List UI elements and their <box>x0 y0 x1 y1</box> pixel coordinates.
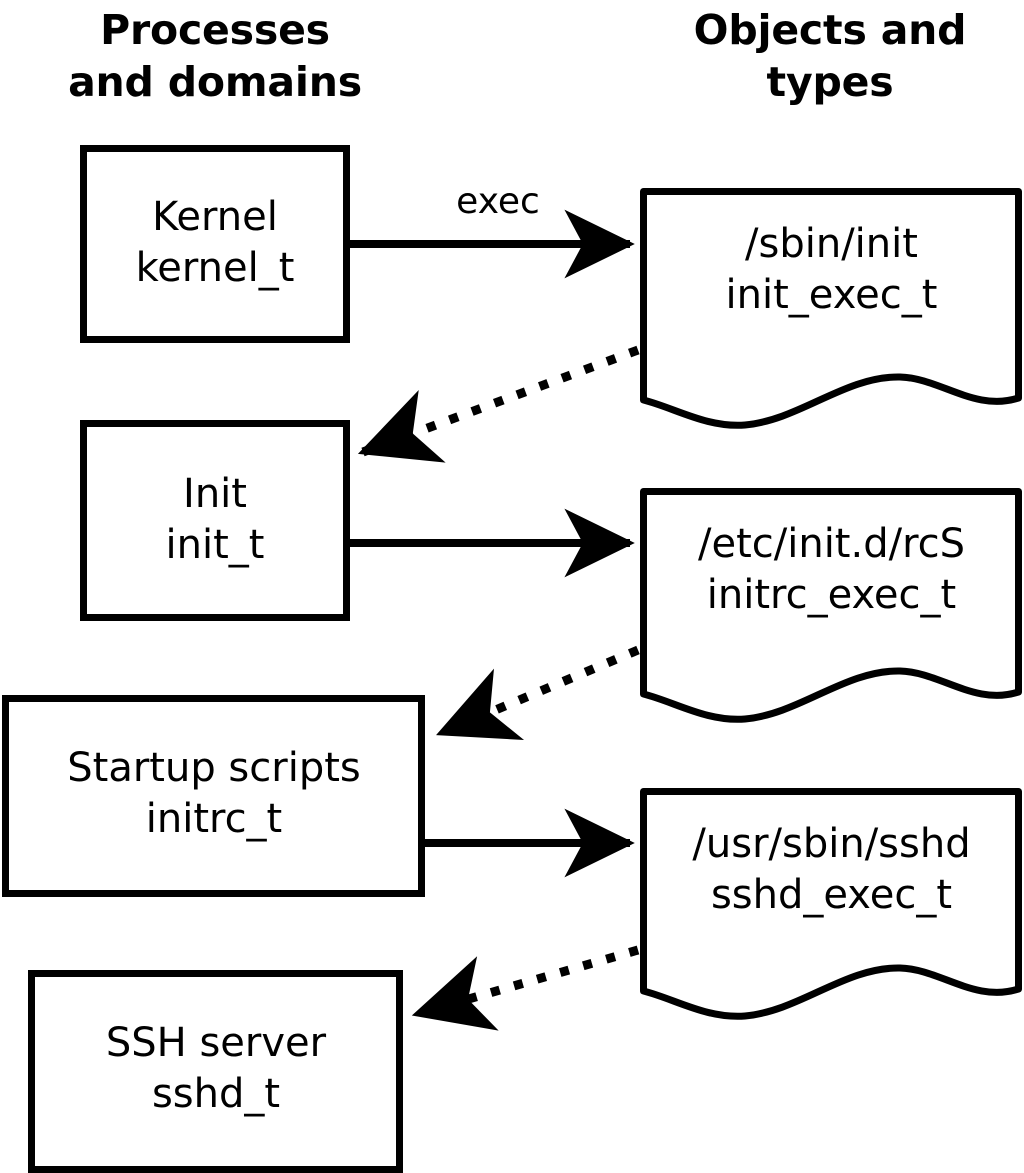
process-box-sshd[interactable] <box>28 970 403 1173</box>
process-box-init[interactable] <box>80 420 350 621</box>
connector-init-exec-to-init[interactable] <box>357 345 640 463</box>
edge-label-exec: exec <box>456 181 540 222</box>
object-doc-sshd-exec[interactable] <box>640 788 1022 1020</box>
connector-sshd-exec-to-sshd[interactable] <box>411 945 640 1031</box>
process-box-kernel[interactable] <box>80 145 350 343</box>
object-doc-init-exec[interactable] <box>640 188 1022 429</box>
object-doc-initrc-exec[interactable] <box>640 488 1022 723</box>
process-box-initrc[interactable] <box>2 695 425 897</box>
column-title-objects: Objects and types <box>693 6 967 106</box>
column-title-processes: Processes and domains <box>68 6 362 106</box>
connector-initrc-exec-to-initrc[interactable] <box>436 645 640 741</box>
